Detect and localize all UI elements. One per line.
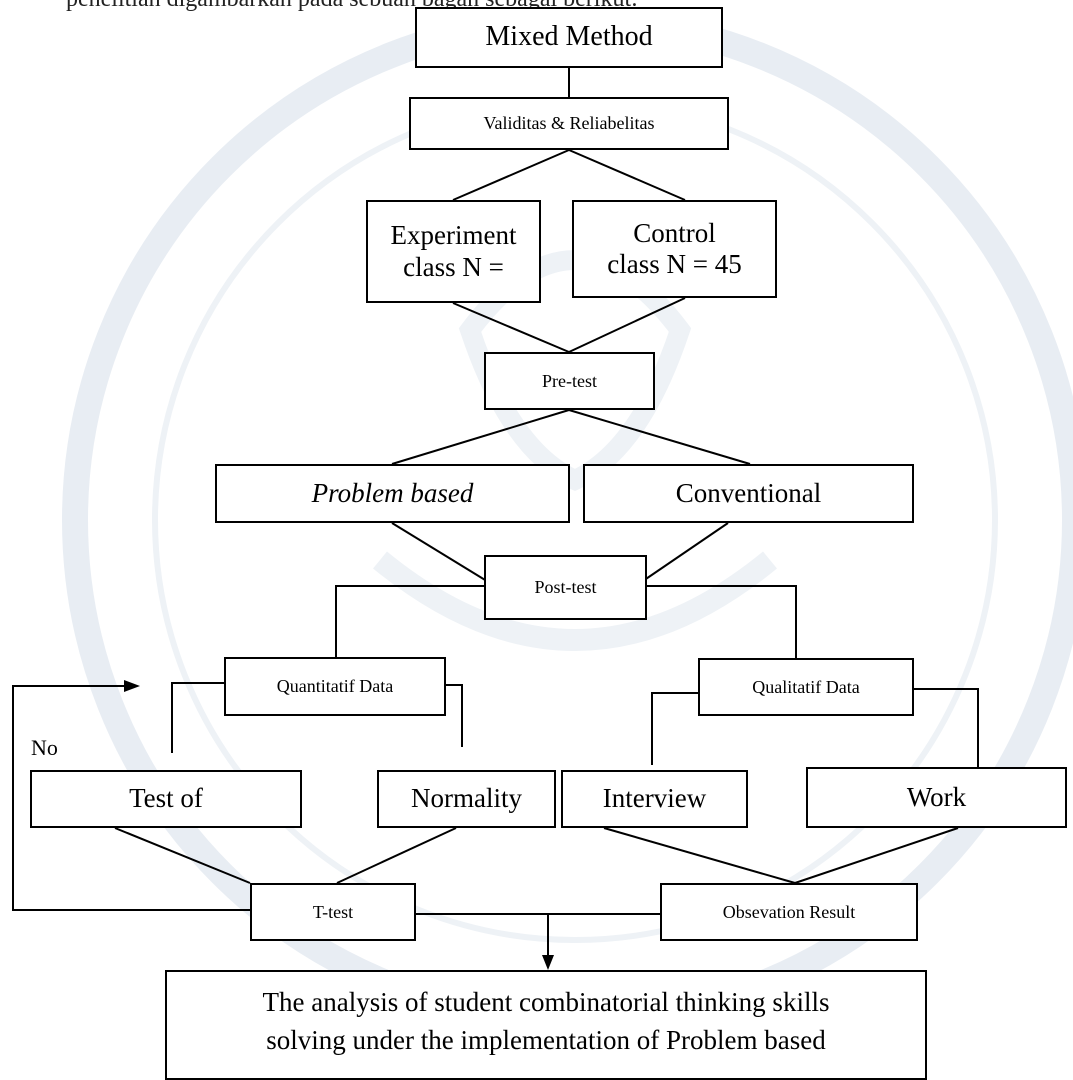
connector-line: [603, 827, 796, 884]
connector-line: [335, 585, 485, 657]
node-pretest: Pre-test: [484, 352, 655, 410]
connector-line: [914, 688, 979, 767]
node-ttest-label: T-test: [312, 901, 354, 922]
connector-line: [391, 522, 491, 584]
node-final-analysis: The analysis of student combinatorial th…: [165, 970, 927, 1080]
node-qualitatif-data: Qualitatif Data: [698, 658, 914, 716]
node-observation-result-label: Obsevation Result: [722, 901, 856, 922]
connector-line: [336, 827, 457, 884]
node-validity-label: Validitas & Reliabelitas: [483, 113, 655, 134]
connector-line: [639, 522, 729, 584]
node-mixed-method-label: Mixed Method: [485, 21, 653, 53]
node-test-of-label: Test of: [129, 783, 203, 814]
node-test-of: Test of: [30, 770, 302, 828]
node-problem-based-label: Problem based: [311, 477, 474, 508]
node-interview-label: Interview: [602, 783, 707, 814]
connector-line: [646, 585, 797, 658]
node-mixed-method: Mixed Method: [415, 7, 723, 68]
node-experiment: Experiment class N =: [366, 200, 541, 303]
node-qualitatif-data-label: Qualitatif Data: [752, 676, 860, 697]
node-normality-label: Normality: [411, 783, 522, 814]
node-interview: Interview: [561, 770, 748, 828]
node-ttest: T-test: [250, 883, 416, 941]
arrow-head: [124, 680, 140, 692]
node-problem-based: Problem based: [215, 464, 570, 523]
connector-line: [452, 149, 570, 201]
connector-line: [568, 409, 751, 465]
connector-line: [452, 302, 570, 353]
node-validity: Validitas & Reliabelitas: [409, 97, 729, 150]
connector-line: [568, 297, 686, 353]
node-control: Control class N = 45: [572, 200, 777, 298]
node-normality: Normality: [377, 770, 556, 828]
connector-line: [446, 684, 463, 747]
connector-line: [114, 827, 251, 884]
connector-line: [391, 409, 570, 465]
node-control-line2: class N = 45: [607, 249, 742, 279]
node-quantitatif-data-label: Quantitatif Data: [276, 676, 394, 697]
node-quantitatif-data: Quantitatif Data: [224, 657, 446, 716]
node-posttest: Post-test: [484, 555, 647, 620]
node-work-label: Work: [906, 781, 967, 812]
node-experiment-line1: Experiment: [390, 220, 517, 251]
connector-line: [568, 149, 686, 201]
node-posttest-label: Post-test: [534, 577, 597, 598]
node-observation-result: Obsevation Result: [660, 883, 918, 941]
node-experiment-line2: class N =: [403, 251, 504, 282]
no-label: No: [31, 735, 58, 760]
connector-line: [171, 682, 224, 753]
node-final-line2: solving under the implementation of Prob…: [266, 1024, 826, 1055]
node-pretest-label: Pre-test: [542, 370, 597, 391]
connector-line: [794, 827, 959, 884]
node-work: Work: [806, 767, 1067, 828]
connector-line: [651, 692, 698, 765]
node-conventional: Conventional: [583, 464, 914, 523]
arrow-head: [542, 955, 554, 970]
node-conventional-label: Conventional: [675, 477, 822, 508]
feedback-line: [12, 685, 250, 911]
node-final-line1: The analysis of student combinatorial th…: [262, 987, 830, 1017]
node-control-line1: Control: [633, 217, 716, 248]
